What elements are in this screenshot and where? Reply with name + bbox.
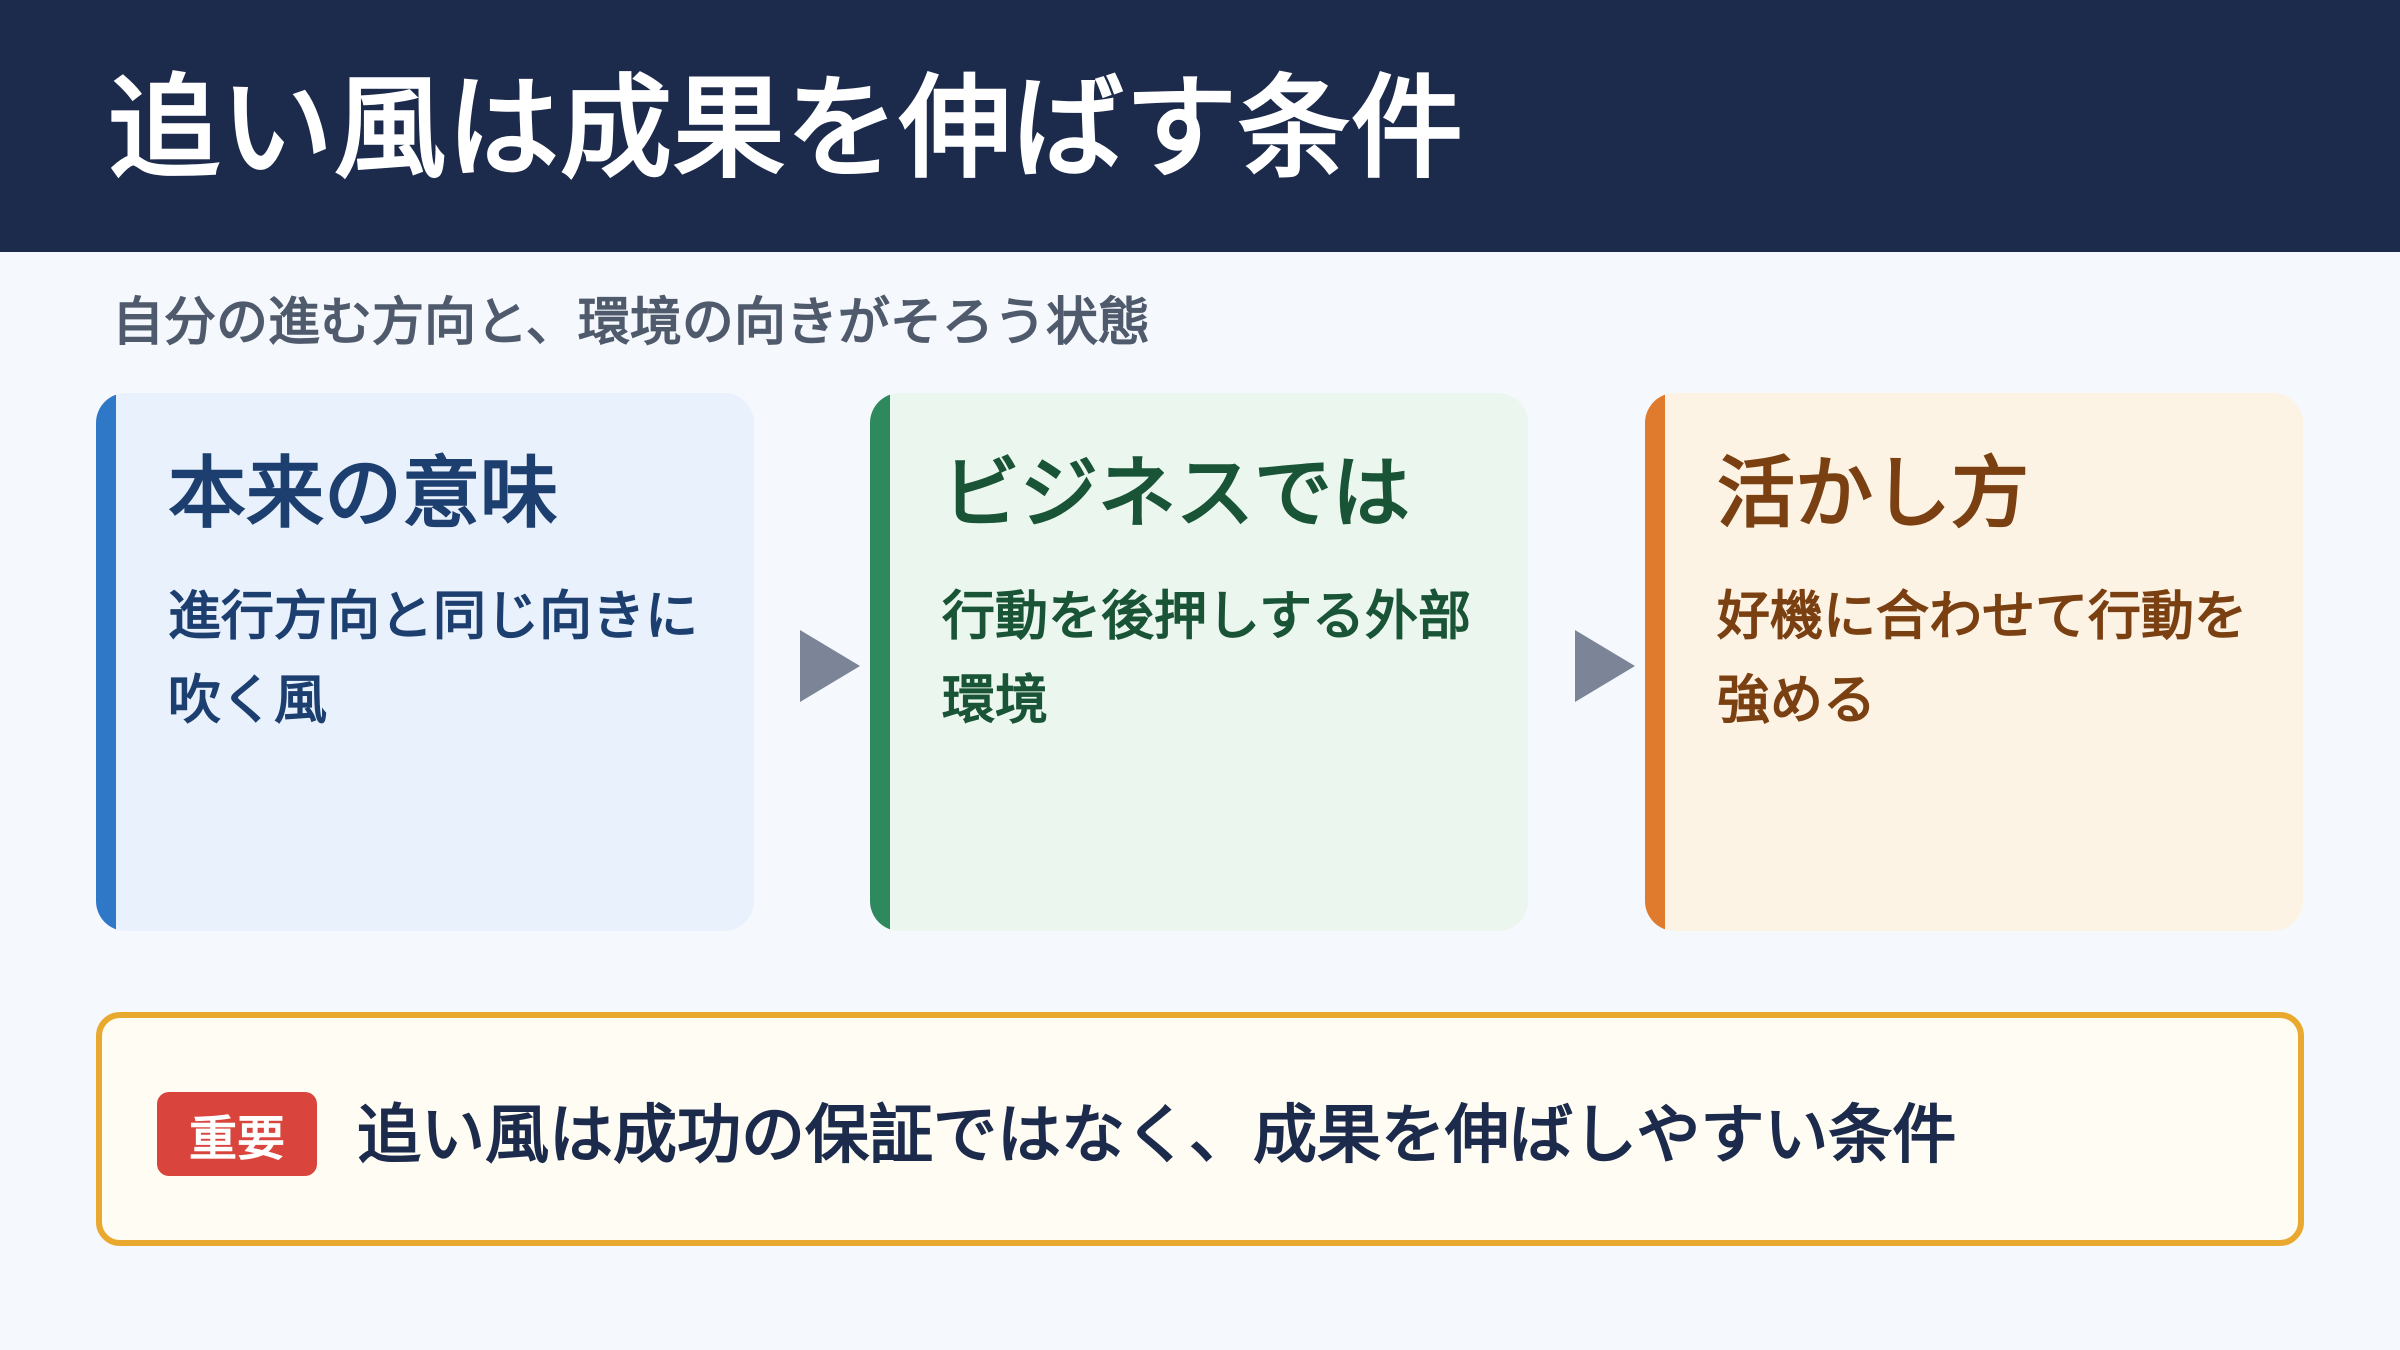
card-original-meaning: 本来の意味 進行方向と同じ向きに吹く風 [96, 393, 754, 931]
card-accent-bar [870, 393, 890, 931]
callout-text: 追い風は成功の保証ではなく、成果を伸ばしやすい条件 [357, 1099, 1957, 1173]
page-subtitle: 自分の進む方向と、環境の向きがそろう状態 [112, 293, 1150, 353]
card-business: ビジネスでは 行動を後押しする外部環境 [870, 393, 1528, 931]
card-body: 好機に合わせて行動を強める [1717, 586, 2247, 731]
key-point-callout: 重要 追い風は成功の保証ではなく、成果を伸ばしやすい条件 [96, 1012, 2304, 1246]
arrow-right-icon [800, 630, 860, 702]
card-how-to-use: 活かし方 好機に合わせて行動を強める [1645, 393, 2303, 931]
card-body: 行動を後押しする外部環境 [942, 586, 1471, 731]
page-title: 追い風は成果を伸ばす条件 [108, 64, 1464, 194]
header-banner: 追い風は成果を伸ばす条件 [0, 0, 2400, 252]
card-body: 進行方向と同じ向きに吹く風 [168, 586, 698, 731]
card-accent-bar [96, 393, 116, 931]
important-badge: 重要 [157, 1092, 317, 1176]
card-heading: 本来の意味 [168, 449, 559, 539]
arrow-right-icon [1575, 630, 1635, 702]
card-heading: 活かし方 [1717, 449, 2030, 539]
card-heading: ビジネスでは [942, 449, 1411, 539]
card-accent-bar [1645, 393, 1665, 931]
